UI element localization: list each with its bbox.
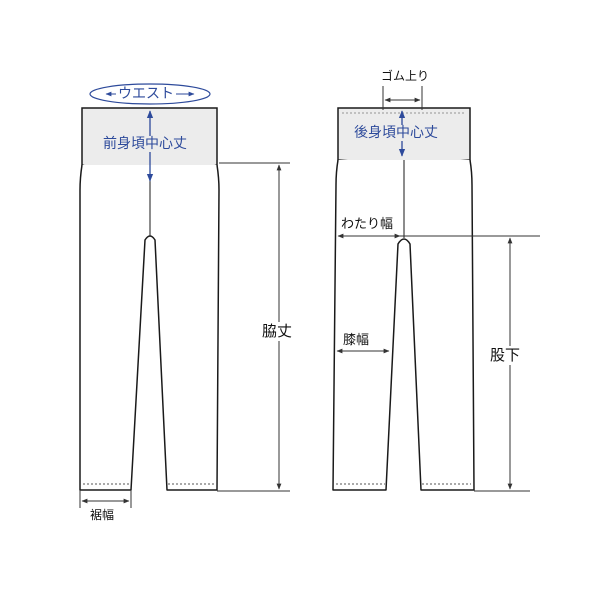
front-rise-label: 前身頃中心丈 [101, 136, 189, 152]
side-length-label: 脇丈 [262, 322, 293, 341]
waist-ellipse [89, 83, 211, 105]
thigh-label: わたり幅 [341, 217, 394, 232]
back-rise-label: 後身頃中心丈 [352, 125, 440, 141]
knee-label: 膝幅 [343, 333, 370, 348]
hem-label: 裾幅 [90, 508, 115, 522]
back-pants [332, 107, 475, 491]
hem-width-dimension [79, 490, 132, 508]
elastic-dimension [382, 86, 423, 110]
back-leg-outline [332, 159, 475, 491]
inseam-label: 股下 [490, 346, 521, 365]
elastic-label: ゴム上り [381, 69, 430, 83]
waist-label: ウエスト [116, 86, 176, 102]
